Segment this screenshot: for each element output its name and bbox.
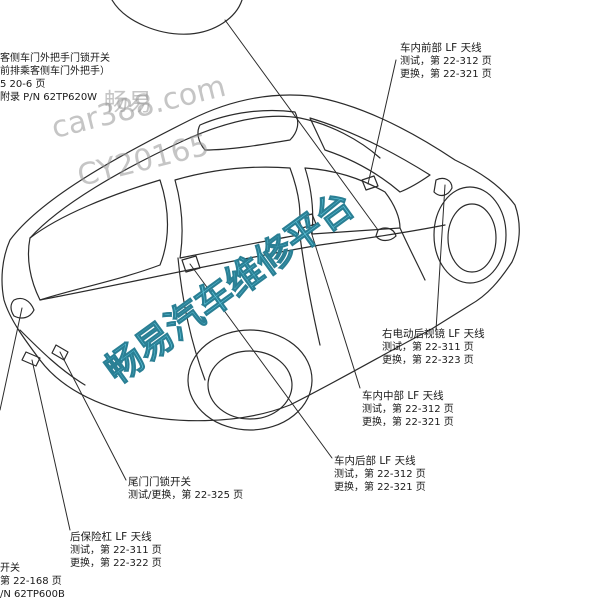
middle-antenna-test: 测试，第 22-312 页: [362, 404, 454, 415]
mirror-antenna-title: 右电动后视镜 LF 天线: [382, 328, 485, 340]
door-line-3: [399, 227, 426, 281]
middle-antenna-title: 车内中部 LF 天线: [362, 390, 444, 402]
front-wheel: [447, 203, 497, 273]
side-window-rear: [174, 166, 301, 259]
callout-tailgate-switch: 尾门门锁开关 测试/更换，第 22-325 页: [128, 476, 243, 502]
front-door-line-1: 客侧车门外把手门锁开关: [0, 53, 110, 64]
bottom-left-line-1: 开关: [0, 563, 20, 574]
body-belt-line: [39, 224, 446, 301]
callout-bottom-left-switch: 开关 第 22-168 页 /N 62TP600B: [0, 562, 65, 601]
callout-front-interior-antenna: 车内前部 LF 天线 测试，第 22-312 页 更换，第 22-321 页: [400, 42, 492, 81]
front-antenna-title: 车内前部 LF 天线: [400, 42, 482, 54]
mirror-antenna-replace: 更换，第 22-323 页: [382, 355, 474, 366]
bumper-antenna-title: 后保险杠 LF 天线: [70, 531, 152, 543]
detail-circle: [111, 0, 243, 35]
mirror-antenna-test: 测试，第 22-311 页: [382, 342, 474, 353]
leader-middle: [307, 221, 361, 389]
leader-bottom-left: [0, 307, 23, 411]
front-door-line-3: 5 20-6 页: [0, 79, 46, 90]
rear-window: [27, 179, 169, 301]
leader-front-door: [224, 19, 379, 231]
callout-rear-interior-antenna: 车内后部 LF 天线 测试，第 22-312 页 更换，第 22-321 页: [334, 455, 426, 494]
callout-rear-bumper-antenna: 后保险杠 LF 天线 测试，第 22-311 页 更换，第 22-322 页: [70, 531, 162, 570]
callout-right-mirror-antenna: 右电动后视镜 LF 天线 测试，第 22-311 页 更换，第 22-323 页: [382, 328, 485, 367]
callout-middle-interior-antenna: 车内中部 LF 天线 测试，第 22-312 页 更换，第 22-321 页: [362, 390, 454, 429]
bumper-antenna-test: 测试，第 22-311 页: [70, 545, 162, 556]
front-antenna-marker: [361, 175, 379, 191]
sunroof: [197, 109, 299, 151]
leader-tailgate: [59, 351, 127, 481]
front-door-line-2: 前排乘客侧车门外把手）: [0, 66, 110, 77]
front-handle-marker: [375, 227, 397, 242]
tailgate-test: 测试/更换，第 22-325 页: [128, 490, 244, 501]
leader-rear: [189, 263, 333, 459]
leader-bumper: [31, 359, 71, 531]
front-wheel-arch: [433, 186, 507, 284]
tail-light: [10, 297, 35, 319]
bottom-left-line-2: 第 22-168 页: [0, 576, 62, 587]
callout-front-door-switch: 客侧车门外把手门锁开关 前排乘客侧车门外把手） 5 20-6 页 附录 P/N …: [0, 52, 110, 104]
middle-antenna-marker: [297, 213, 317, 229]
front-antenna-test: 测试，第 22-312 页: [400, 56, 492, 67]
leader-front-antenna: [367, 59, 397, 185]
rear-wheel-arch: [187, 329, 313, 431]
rear-antenna-replace: 更换，第 22-321 页: [334, 482, 426, 493]
windshield: [309, 117, 431, 193]
rear-antenna-title: 车内后部 LF 天线: [334, 455, 416, 467]
leader-mirror: [435, 184, 446, 331]
rear-bumper: [19, 329, 86, 386]
mirror-antenna-marker: [433, 177, 453, 197]
tailgate-title: 尾门门锁开关: [128, 476, 191, 488]
bottom-left-line-3: /N 62TP600B: [0, 589, 65, 600]
roof-line: [29, 115, 381, 239]
rear-antenna-marker: [181, 255, 201, 273]
rear-wheel: [207, 350, 293, 420]
bumper-antenna-replace: 更换，第 22-322 页: [70, 558, 162, 569]
side-window-front: [304, 167, 401, 235]
rear-bumper-sensor: [21, 351, 41, 367]
car-body-outline: [1, 94, 520, 422]
front-antenna-replace: 更换，第 22-321 页: [400, 69, 492, 80]
middle-antenna-replace: 更换，第 22-321 页: [362, 417, 454, 428]
rear-antenna-test: 测试，第 22-312 页: [334, 469, 426, 480]
front-door-line-4: 附录 P/N 62TP620W: [0, 92, 98, 103]
